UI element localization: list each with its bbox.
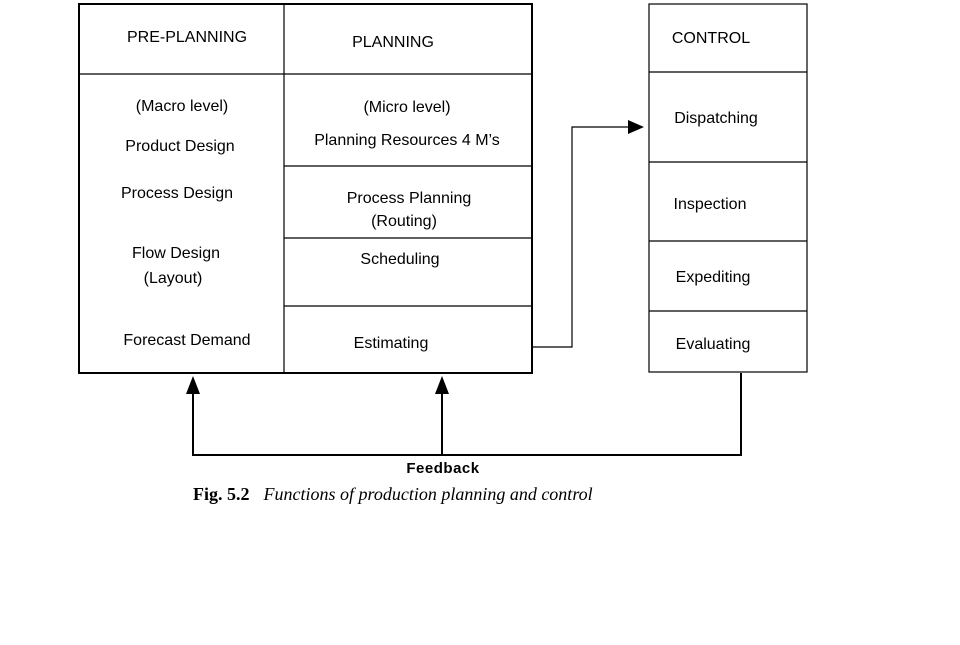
feedback-loop-line — [192, 373, 742, 456]
preplanning-product-design: Product Design — [125, 138, 234, 155]
preplanning-flow-design: Flow Design — [132, 245, 220, 262]
preplanning-header: PRE-PLANNING — [127, 29, 247, 46]
figure-caption-text: Functions of production planning and con… — [263, 484, 593, 504]
control-header: CONTROL — [672, 30, 750, 47]
control-expediting: Expediting — [676, 269, 751, 286]
planning-estimating: Estimating — [354, 335, 429, 352]
control-inspection: Inspection — [674, 196, 747, 213]
pre-planning-planning-box — [78, 3, 533, 374]
preplanning-layout: (Layout) — [144, 270, 203, 287]
preplanning-macro-level: (Macro level) — [136, 98, 228, 115]
control-dispatching: Dispatching — [674, 110, 758, 127]
feedback-label: Feedback — [406, 460, 479, 477]
control-box — [648, 3, 808, 373]
planning-header: PLANNING — [352, 34, 434, 51]
preplanning-forecast-demand: Forecast Demand — [123, 332, 250, 349]
planning-process-planning: Process Planning — [347, 190, 472, 207]
planning-routing: (Routing) — [371, 213, 437, 230]
feedback-arrowhead-planning — [435, 376, 449, 394]
planning-resources: Planning Resources 4 M’s — [314, 132, 500, 149]
feedback-arrowhead-preplanning — [186, 376, 200, 394]
preplanning-process-design: Process Design — [121, 185, 233, 202]
planning-scheduling: Scheduling — [360, 251, 439, 268]
figure-caption-number: Fig. 5.2 — [193, 484, 250, 504]
dispatching-arrowhead — [628, 120, 644, 134]
figure-caption: Fig. 5.2 Functions of production plannin… — [193, 484, 593, 504]
estimating-to-dispatching-connector — [533, 126, 628, 348]
planning-micro-level: (Micro level) — [363, 99, 450, 116]
control-evaluating: Evaluating — [676, 336, 751, 353]
